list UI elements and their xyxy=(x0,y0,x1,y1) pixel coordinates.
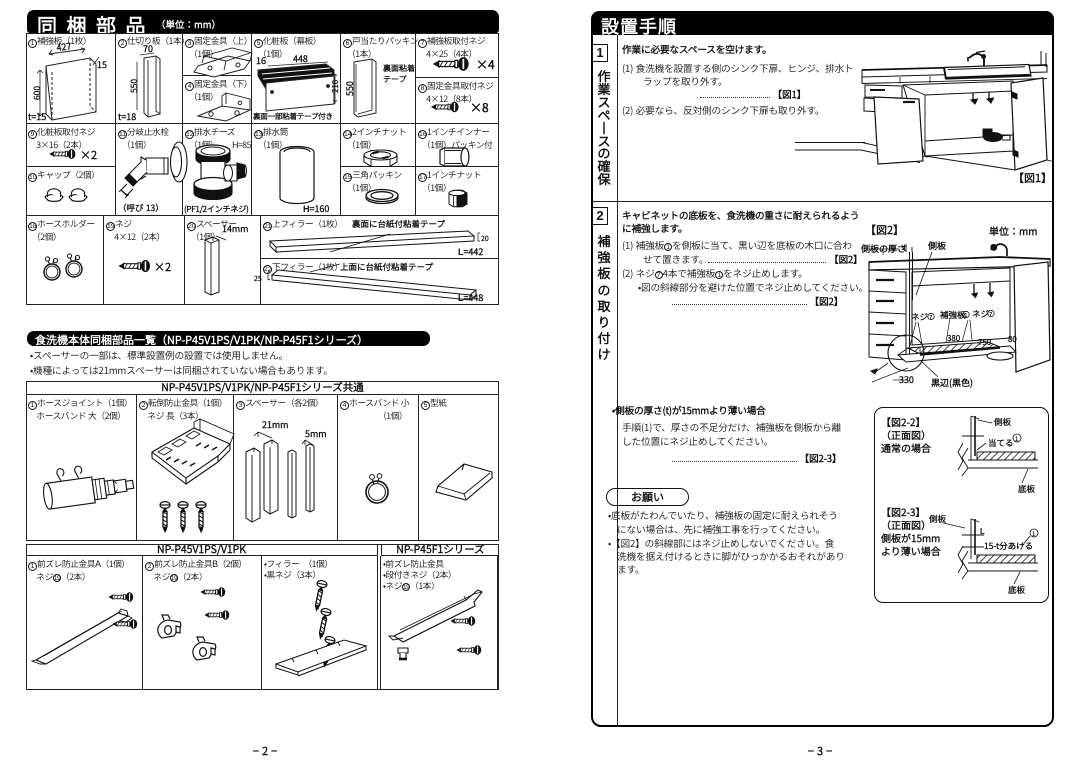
svg-text:（呼び 13）: （呼び 13） xyxy=(118,202,164,214)
svg-text:1: 1 xyxy=(964,313,967,319)
svg-text:テープ: テープ xyxy=(383,74,408,85)
svg-text:1: 1 xyxy=(1032,529,1036,538)
svg-text:14mm: 14mm xyxy=(222,222,248,235)
svg-text:当てる: 当てる xyxy=(988,437,1014,449)
svg-text:×4: ×4 xyxy=(476,56,495,73)
svg-text:×2: ×2 xyxy=(154,259,171,275)
svg-text:裏面に台紙付粘着テープ: 裏面に台紙付粘着テープ xyxy=(351,218,445,230)
svg-text:(PF1/2インチネジ): (PF1/2インチネジ) xyxy=(184,203,249,215)
svg-text:ネジ: ネジ xyxy=(911,311,929,323)
svg-text:裏面粘着: 裏面粘着 xyxy=(382,63,415,74)
svg-text:25: 25 xyxy=(254,274,262,284)
svg-text:補強板: 補強板 xyxy=(939,309,966,321)
svg-text:550: 550 xyxy=(128,79,140,93)
svg-text:7: 7 xyxy=(989,312,992,318)
svg-text:上面に台紙付粘着テープ: 上面に台紙付粘着テープ xyxy=(340,261,433,273)
svg-text:H=160: H=160 xyxy=(303,202,329,215)
svg-text:t: t xyxy=(903,241,907,254)
svg-text:70: 70 xyxy=(143,42,153,55)
svg-text:L: L xyxy=(980,526,985,537)
svg-text:1: 1 xyxy=(1015,434,1019,443)
svg-text:側板: 側板 xyxy=(993,416,1012,428)
svg-text:×2: ×2 xyxy=(80,147,97,163)
svg-text:21mm: 21mm xyxy=(262,418,288,431)
svg-text:448: 448 xyxy=(292,52,308,65)
svg-text:16: 16 xyxy=(256,54,266,67)
svg-text:t=15: t=15 xyxy=(28,110,46,123)
svg-text:側板: 側板 xyxy=(928,513,947,525)
svg-text:裏面一部粘着テープ付き: 裏面一部粘着テープ付き xyxy=(252,111,333,122)
svg-text:黒辺(黒色): 黒辺(黒色) xyxy=(931,376,973,389)
svg-text:20: 20 xyxy=(481,234,489,244)
svg-text:L=448: L=448 xyxy=(458,291,483,304)
svg-text:×8: ×8 xyxy=(470,99,489,116)
svg-text:210: 210 xyxy=(330,79,341,93)
svg-text:底板: 底板 xyxy=(1018,483,1036,495)
svg-text:側板: 側板 xyxy=(927,239,947,252)
svg-text:t=18: t=18 xyxy=(118,110,136,123)
svg-text:330: 330 xyxy=(899,373,914,386)
svg-text:380: 380 xyxy=(947,333,961,344)
svg-text:750: 750 xyxy=(978,337,992,348)
svg-text:15-t分あける: 15-t分あける xyxy=(984,540,1033,552)
svg-text:【図1】: 【図1】 xyxy=(1013,170,1052,186)
svg-text:600: 600 xyxy=(31,86,43,100)
svg-text:5mm: 5mm xyxy=(305,427,327,440)
svg-text:底板: 底板 xyxy=(1008,584,1026,596)
svg-text:7: 7 xyxy=(929,315,932,321)
svg-text:L=442: L=442 xyxy=(458,245,483,258)
svg-text:427: 427 xyxy=(55,39,72,54)
svg-text:550: 550 xyxy=(343,81,356,96)
svg-text:80: 80 xyxy=(1008,334,1017,345)
svg-text:ネジ: ネジ xyxy=(972,308,990,320)
svg-text:15: 15 xyxy=(97,58,107,71)
svg-text:側板の厚さ: 側板の厚さ xyxy=(860,242,906,255)
